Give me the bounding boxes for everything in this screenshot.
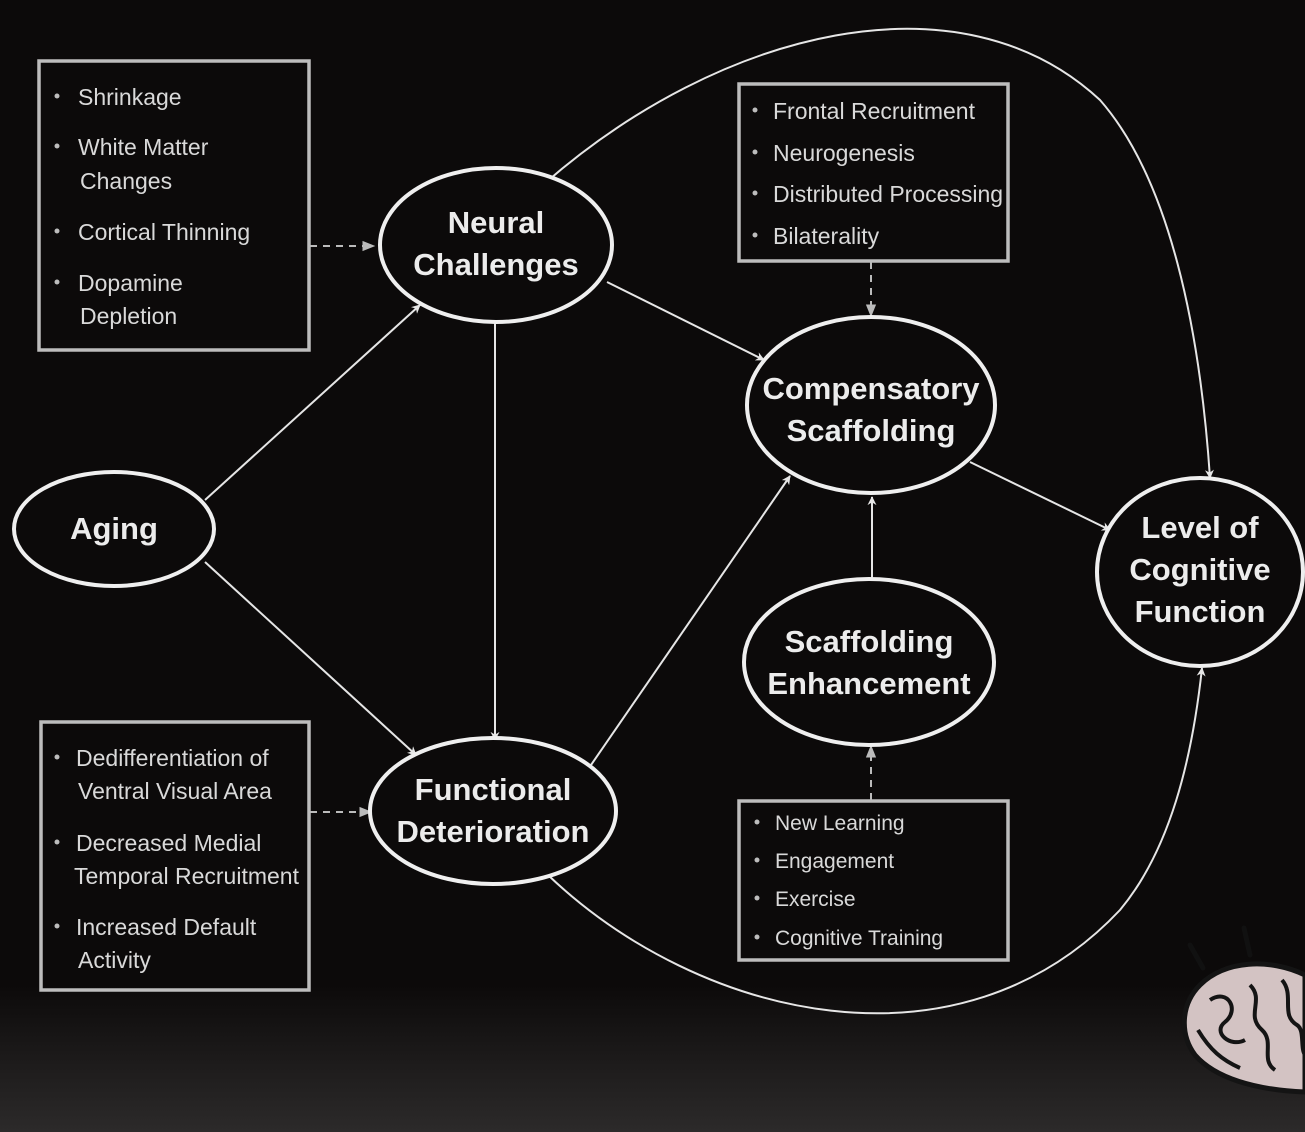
node-label: Compensatory [762,371,980,406]
node-label: Aging [70,511,158,546]
box-item: Shrinkage [78,84,182,110]
box-item: Activity [78,947,151,973]
node-label: Scaffolding [787,413,956,448]
enhancement-factors-list: New Learning Engagement Exercise Cogniti… [754,812,943,950]
box-item: Frontal Recruitment [773,98,976,124]
edge-functional-compensatory [590,475,791,766]
box-item: New Learning [775,812,905,835]
edge-functional-level [547,667,1206,1015]
box-item: Cognitive Training [775,927,943,950]
box-item: Bilaterality [773,223,880,249]
node-neural-challenges: Neural Challenges [378,166,614,324]
node-aging: Aging [12,470,216,588]
compensation-factors-box [737,82,1010,263]
box-item: Neurogenesis [773,140,915,166]
node-label: Function [1135,594,1266,629]
box-item: Dedifferentiation of [76,745,269,771]
edge-compensatory-level [969,461,1111,531]
compensation-factors-list: Frontal Recruitment Neurogenesis Distrib… [752,98,1003,249]
box-item: Depletion [80,303,177,329]
node-label: Scaffolding [785,624,954,659]
node-label: Neural [448,205,544,240]
node-label: Enhancement [767,666,970,701]
node-functional-deterioration: Functional Deterioration [368,736,618,886]
neural-factors-box [37,59,311,352]
box-item: Ventral Visual Area [78,778,272,804]
box-item: Temporal Recruitment [74,863,300,889]
brain-icon [1181,925,1305,1095]
node-label: Cognitive [1129,552,1270,587]
box-item: Decreased Medial [76,830,261,856]
edge-aging-functional [204,561,417,756]
box-item: Exercise [775,888,856,911]
box-item: Changes [80,168,172,194]
box-item: Dopamine [78,270,183,296]
node-label: Challenges [413,247,578,282]
node-label: Level of [1141,510,1259,545]
node-scaffolding-enhancement: Scaffolding Enhancement [742,577,996,747]
node-level-of-cognitive-function: Level of Cognitive Function [1095,476,1305,668]
node-compensatory-scaffolding: Compensatory Scaffolding [745,315,997,495]
functional-factors-list: Dedifferentiation of Ventral Visual Area… [54,745,300,973]
node-label: Functional [415,772,572,807]
node-label: Deterioration [397,814,590,849]
edge-aging-neural [204,304,421,501]
neural-factors-list: Shrinkage White Matter Changes Cortical … [54,84,250,329]
enhancement-factors-box [737,799,1010,962]
edge-neural-compensatory [606,281,765,361]
box-item: Cortical Thinning [78,219,250,245]
box-item: Distributed Processing [773,181,1003,207]
box-item: Increased Default [76,914,257,940]
functional-factors-box [39,720,311,992]
box-item: Engagement [775,850,894,873]
box-item: White Matter [78,134,209,160]
edge-neural-level [543,27,1214,479]
